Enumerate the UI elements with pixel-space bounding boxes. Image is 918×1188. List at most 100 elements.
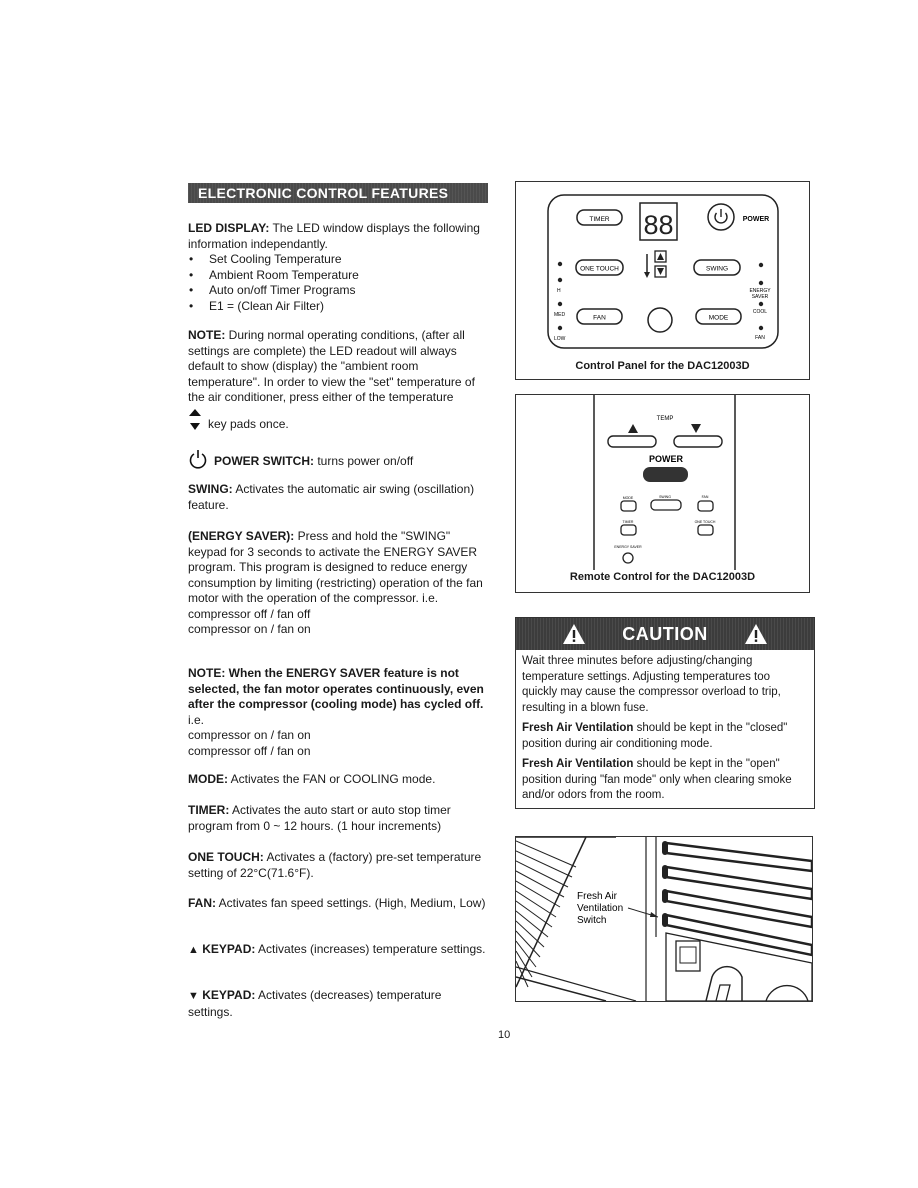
one-touch-button-label: ONE TOUCH	[580, 266, 619, 273]
one-touch-label: ONE TOUCH	[695, 520, 716, 524]
timer-button-label: TIMER	[589, 216, 610, 223]
down-triangle-icon	[657, 268, 664, 275]
power-label: POWER	[743, 216, 769, 223]
section-title: ELECTRONIC CONTROL FEATURES	[188, 183, 488, 203]
one-touch-button[interactable]	[697, 524, 714, 536]
note-label: NOTE:	[188, 328, 226, 342]
timer-section: TIMER: Activates the auto start or auto …	[188, 803, 488, 834]
led-display-label: LED DISPLAY:	[188, 221, 270, 235]
caution-paragraph-2: Fresh Air Ventilation should be kept in …	[522, 721, 808, 752]
timer-button[interactable]	[620, 524, 637, 536]
up-down-arrow-icon	[188, 408, 208, 436]
fan-button-label: FAN	[593, 315, 606, 322]
keypad-down-label: KEYPAD:	[202, 988, 256, 1002]
swing-section: SWING: Activates the automatic air swing…	[188, 482, 488, 513]
power-switch-label: POWER SWITCH:	[214, 454, 314, 468]
up-key-button[interactable]	[654, 250, 667, 263]
power-button[interactable]	[643, 467, 688, 482]
down-triangle-icon	[691, 424, 701, 433]
one-touch-button[interactable]	[575, 259, 624, 276]
one-touch-text: Activates a (factory) pre-set temperatur…	[188, 850, 482, 880]
up-triangle-icon	[657, 253, 664, 260]
note-text: During normal operating conditions, (aft…	[188, 328, 475, 404]
fan-section: FAN: Activates fan speed settings. (High…	[188, 896, 488, 912]
up-triangle-icon	[628, 424, 638, 433]
swing-button[interactable]	[650, 499, 682, 511]
blank-round-button[interactable]	[647, 307, 673, 333]
ventilation-figure: Fresh Air Ventilation Switch	[515, 836, 813, 1002]
remote-control-caption: Remote Control for the DAC12003D	[569, 571, 756, 583]
note-bold-text: NOTE: When the ENERGY SAVER feature is n…	[188, 666, 484, 711]
keypad-up-text: Activates (increases) temperature settin…	[255, 942, 486, 956]
control-panel-figure: TIMER 88 POWER ONE TOUCH SWING FAN MODE …	[515, 181, 810, 380]
fresh-air-label: Fresh Air Ventilation	[522, 722, 634, 734]
swing-text: Activates the automatic air swing (oscil…	[188, 482, 475, 512]
temp-down-button[interactable]	[673, 435, 723, 448]
caution-box: CAUTION Wait three minutes before adjust…	[515, 617, 815, 809]
fan-button[interactable]	[697, 500, 714, 512]
mode-section: MODE: Activates the FAN or COOLING mode.	[188, 772, 488, 788]
power-icon	[188, 449, 214, 474]
fresh-air-label: Fresh Air	[577, 891, 618, 902]
control-panel-caption: Control Panel for the DAC12003D	[575, 360, 750, 372]
timer-button[interactable]	[576, 209, 623, 226]
power-button[interactable]	[707, 203, 735, 231]
swing-label: SWING	[659, 495, 671, 499]
mode-text: Activates the FAN or COOLING mode.	[228, 772, 436, 786]
fan-button[interactable]	[576, 308, 623, 325]
power-switch-text: turns power on/off	[314, 454, 414, 468]
fresh-air-label: Fresh Air Ventilation	[522, 758, 634, 770]
fan-text: Activates fan speed settings. (High, Med…	[216, 896, 486, 910]
mode-button[interactable]	[620, 500, 637, 512]
up-triangle-icon: ▲	[188, 944, 199, 956]
temp-label: TEMP	[657, 416, 674, 422]
mode-label: MODE:	[188, 772, 228, 786]
down-key-button[interactable]	[654, 265, 667, 278]
warning-icon	[744, 624, 767, 644]
fan-high-label: H	[557, 288, 561, 294]
energy-saver-text: Press and hold the "SWING" keypad for 3 …	[188, 529, 483, 605]
keypad-up-section: ▲ KEYPAD: Activates (increases) temperat…	[188, 942, 488, 959]
led-display-text: The LED window displays the following in…	[188, 221, 480, 251]
energy-saver-label-2: SAVER	[752, 294, 769, 300]
fan-mode-label: FAN	[755, 335, 765, 341]
page-number: 10	[498, 1029, 511, 1041]
note-line-1: compressor on / fan on	[188, 728, 311, 742]
fan-low-label: LOW	[554, 336, 566, 342]
energy-saver-section: (ENERGY SAVER): Press and hold the "SWIN…	[188, 529, 488, 638]
list-item: Ambient Room Temperature	[188, 268, 488, 284]
timer-label: TIMER	[623, 520, 634, 524]
list-item: Auto on/off Timer Programs	[188, 283, 488, 299]
note-tail-text: i.e.	[188, 712, 205, 727]
caution-body: Wait three minutes before adjusting/chan…	[516, 650, 814, 804]
ventilation-drawing: Fresh Air Ventilation Switch	[516, 837, 812, 1001]
energy-saver-line-2: compressor on / fan on	[188, 622, 311, 636]
down-triangle-icon: ▼	[188, 990, 199, 1002]
caution-paragraph-3: Fresh Air Ventilation should be kept in …	[522, 757, 808, 804]
energy-saver-button[interactable]	[622, 552, 634, 564]
led-digits: 88	[643, 210, 673, 240]
power-switch-section: POWER SWITCH: turns power on/off	[188, 445, 488, 470]
note-energy-saver: NOTE: When the ENERGY SAVER feature is n…	[188, 666, 488, 759]
mode-button-label: MODE	[709, 315, 729, 322]
caution-paragraph-2-text: should be kept in the "closed" position …	[522, 722, 788, 750]
switch-label: Switch	[577, 915, 606, 926]
caution-header: CAUTION	[516, 618, 814, 650]
led-display-section: LED DISPLAY: The LED window displays the…	[188, 221, 488, 314]
one-touch-label: ONE TOUCH:	[188, 850, 264, 864]
mode-button[interactable]	[695, 308, 742, 325]
fan-label: FAN:	[188, 896, 216, 910]
keypad-down-section: ▼ KEYPAD: Activates (decreases) temperat…	[188, 988, 488, 1020]
temp-up-button[interactable]	[607, 435, 657, 448]
energy-saver-label: ENERGY SAVER	[614, 545, 642, 549]
energy-saver-label: (ENERGY SAVER):	[188, 529, 295, 543]
swing-button[interactable]	[693, 259, 741, 276]
caution-paragraph-1: Wait three minutes before adjusting/chan…	[522, 655, 781, 714]
swing-label: SWING:	[188, 482, 233, 496]
note-line-2: compressor off / fan on	[188, 743, 311, 758]
key-pads-text: key pads once.	[208, 416, 289, 431]
timer-text: Activates the auto start or auto stop ti…	[188, 803, 451, 833]
power-label: POWER	[649, 454, 684, 464]
list-item: E1 = (Clean Air Filter)	[188, 299, 488, 315]
caution-paragraph-3-text: should be kept in the "open" position du…	[522, 758, 792, 801]
